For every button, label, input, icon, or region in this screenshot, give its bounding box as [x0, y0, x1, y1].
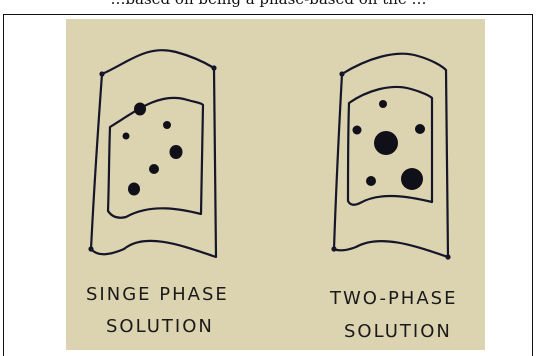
right-label-line2: SOLUTION — [344, 321, 452, 342]
particle — [415, 124, 425, 134]
particle — [170, 145, 183, 159]
particle — [134, 103, 146, 116]
left-label-line2: SOLUTION — [106, 316, 214, 337]
particle — [366, 176, 376, 186]
particle — [128, 183, 140, 196]
particle — [379, 100, 387, 108]
particle — [374, 131, 398, 155]
diagram-photo: SINGE PHASE SOLUTION TWO-PHASE SOLUTION — [66, 19, 485, 350]
particle — [401, 168, 423, 190]
particle — [123, 133, 130, 140]
page-caption: …based on being a phase-based on the … — [0, 0, 537, 8]
phase-diagram: SINGE PHASE SOLUTION TWO-PHASE SOLUTION — [66, 19, 485, 350]
particle — [163, 121, 171, 129]
particle — [149, 164, 159, 174]
left-label-line1: SINGE PHASE — [86, 284, 229, 305]
right-label-line1: TWO-PHASE — [329, 288, 457, 309]
particle — [353, 126, 362, 135]
